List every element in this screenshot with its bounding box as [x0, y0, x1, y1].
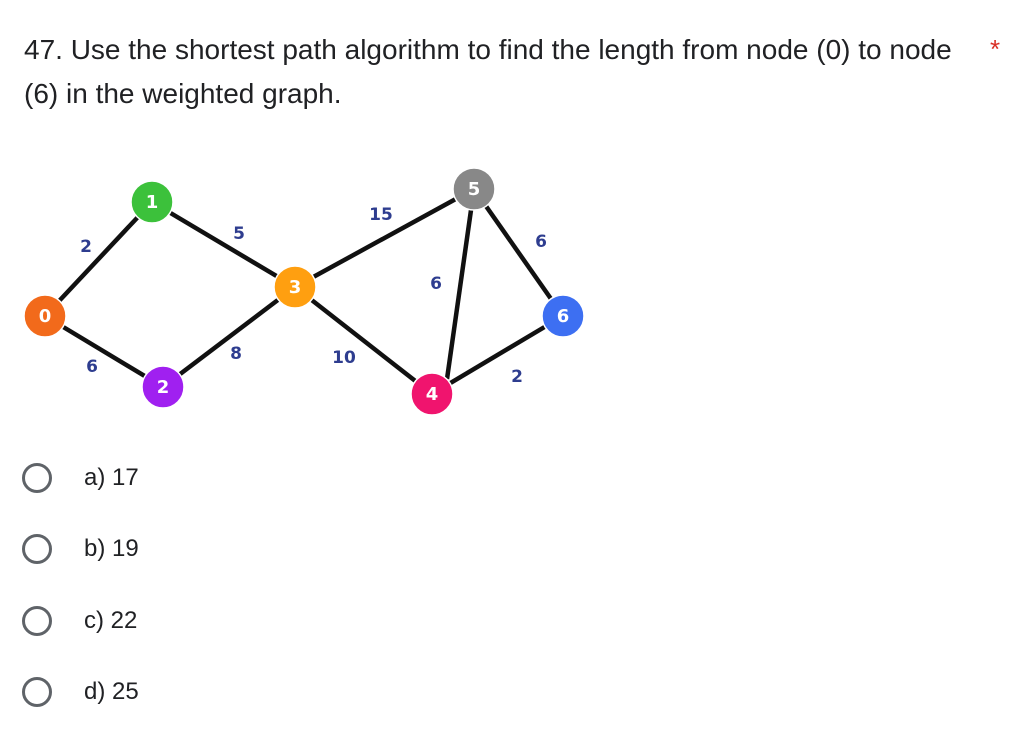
option-label: a) 17 [84, 463, 139, 491]
svg-text:5: 5 [468, 179, 481, 200]
radio-button[interactable] [22, 677, 52, 708]
radio-button[interactable] [22, 605, 52, 636]
edge-5-6 [472, 187, 565, 318]
graph-node-5: 5 [452, 167, 496, 211]
edge-weight-5-4: 6 [430, 274, 442, 294]
graph-node-4: 4 [410, 372, 454, 416]
edge-1-3 [150, 200, 297, 289]
required-marker: * [990, 34, 1001, 64]
edge-0-1 [43, 200, 154, 318]
edge-3-5 [293, 187, 476, 289]
question-text: 47. Use the shortest path algorithm to f… [24, 34, 952, 109]
graph-node-3: 3 [273, 265, 317, 309]
svg-text:2: 2 [157, 377, 170, 398]
edge-weight-1-3: 5 [233, 224, 245, 244]
option-label: b) 19 [84, 535, 139, 563]
edge-weight-5-6: 6 [535, 232, 547, 252]
edge-2-3 [161, 285, 297, 389]
option-label: d) 25 [84, 678, 139, 706]
svg-text:6: 6 [557, 306, 570, 327]
svg-text:1: 1 [146, 192, 159, 213]
svg-text:3: 3 [289, 277, 302, 298]
edge-weight-3-4: 10 [332, 348, 356, 368]
answer-options: a) 17 b) 19 c) 22 d) 25 [22, 442, 139, 728]
graph-node-2: 2 [141, 365, 185, 409]
edge-weight-0-2: 6 [86, 357, 98, 377]
edge-weight-4-6: 2 [511, 367, 523, 387]
option-a[interactable]: a) 17 [22, 442, 139, 514]
edge-0-2 [43, 314, 165, 389]
edge-3-4 [293, 285, 434, 396]
edge-weight-3-5: 15 [369, 205, 393, 225]
edge-weight-2-3: 8 [230, 344, 242, 364]
option-label: c) 22 [84, 606, 138, 634]
edge-weight-0-1: 2 [80, 237, 92, 257]
option-b[interactable]: b) 19 [22, 514, 139, 586]
graph-node-0: 0 [23, 294, 67, 338]
graph-node-1: 1 [130, 180, 174, 224]
radio-button[interactable] [22, 534, 52, 565]
option-c[interactable]: c) 22 [22, 585, 139, 657]
option-d[interactable]: d) 25 [22, 657, 139, 729]
weighted-graph: 2 6 5 8 15 10 6 6 2 0 1 2 3 4 [23, 167, 585, 416]
svg-text:0: 0 [39, 306, 52, 327]
edge-4-6 [430, 314, 565, 396]
svg-text:4: 4 [426, 384, 439, 405]
graph-node-6: 6 [541, 294, 585, 338]
edge-5-4 [444, 188, 477, 380]
radio-button[interactable] [22, 462, 52, 493]
